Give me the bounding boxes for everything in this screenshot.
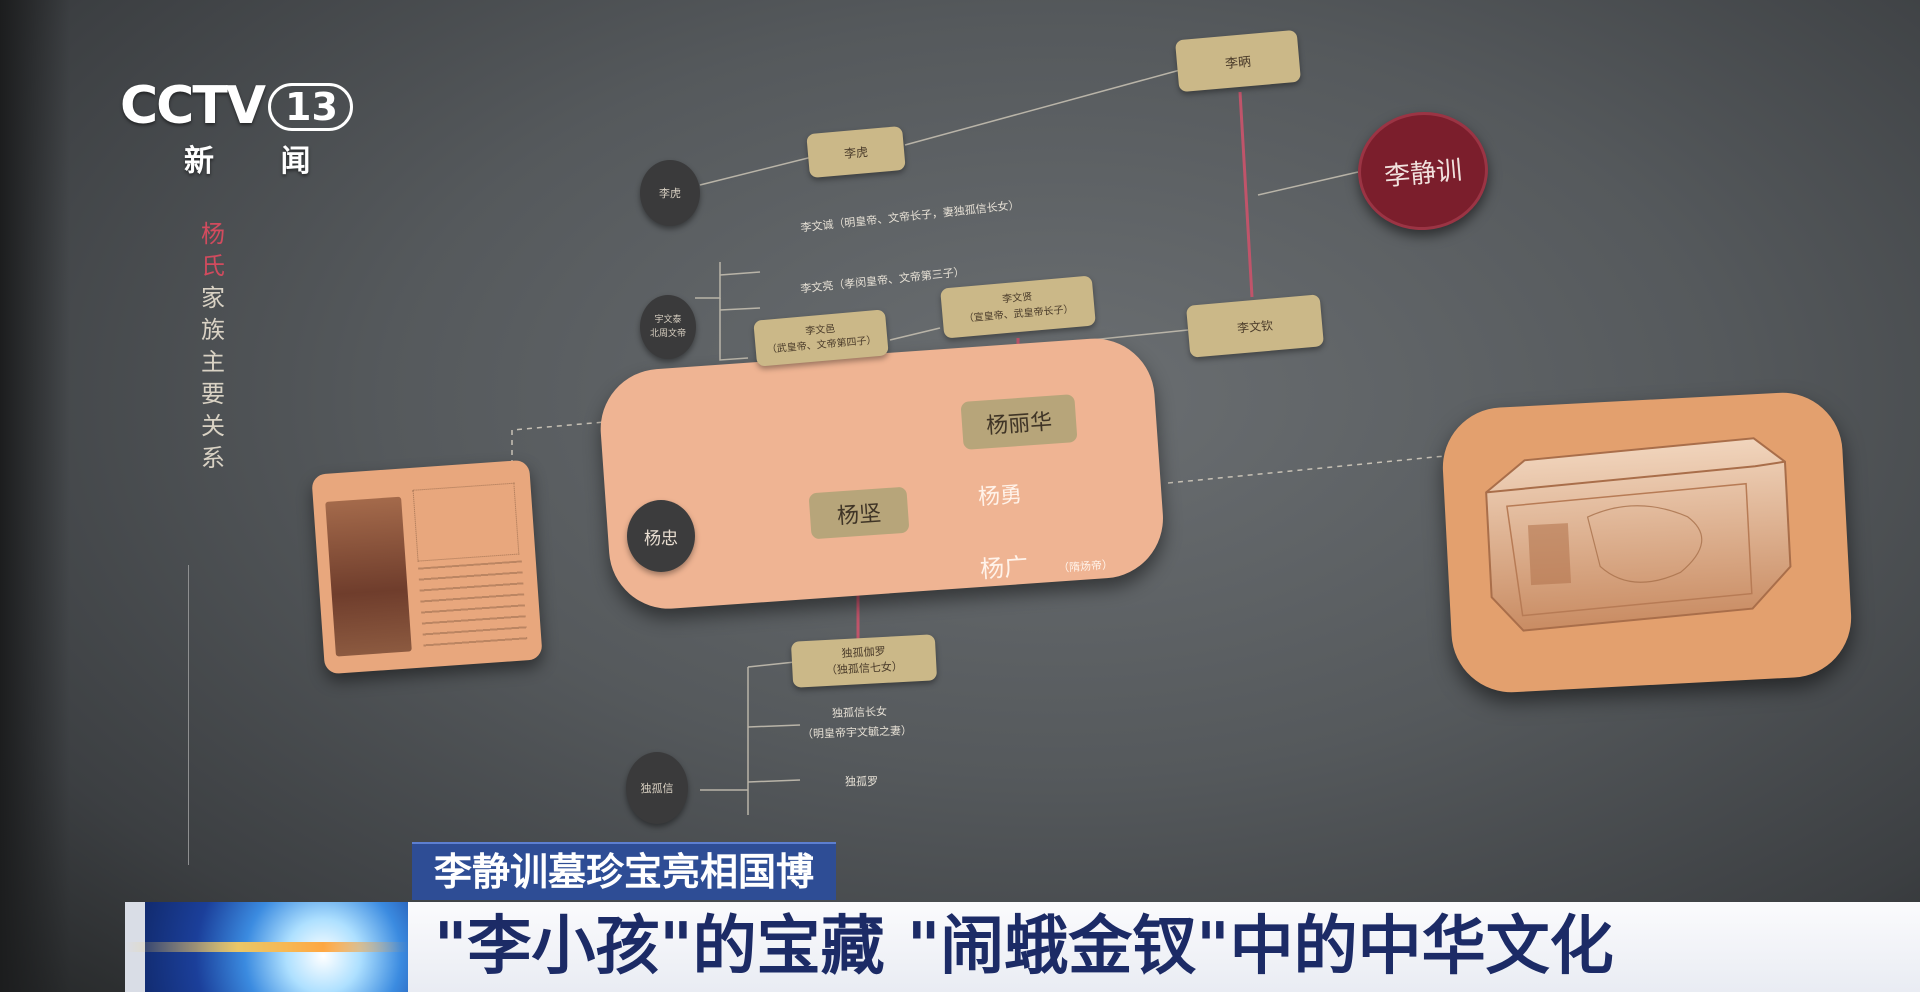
label-dugu-xin-eldest: 独孤信长女 <box>831 705 888 720</box>
news-headline: "李小孩"的宝藏 "闹蛾金钗"中的中华文化 <box>408 902 1920 992</box>
node-li-bing: 李昞 <box>1174 29 1302 93</box>
node-yang-lihua: 杨丽华 <box>960 394 1078 450</box>
logo-channel: CCTV <box>120 76 266 136</box>
node-li-hu: 李虎 <box>806 125 906 179</box>
node-li-wenyi-note: （武皇帝、文帝第四子） <box>766 335 877 356</box>
node-yuwen-tai-circle: 宇文泰 北周文帝 <box>640 295 696 359</box>
wall-shadow <box>0 0 70 992</box>
node-li-hu-circle: 李虎 <box>640 160 700 226</box>
label-yang-yong: 杨勇 <box>977 482 1024 511</box>
node-yang-zhong-label: 杨忠 <box>644 528 678 549</box>
node-li-bing-label: 李昞 <box>1224 54 1252 72</box>
title-divider-line <box>188 565 189 865</box>
node-yang-jian: 杨坚 <box>808 486 910 540</box>
news-topic-banner: 李静训墓珍宝亮相国博 <box>412 842 837 900</box>
globe-graphic <box>125 902 408 992</box>
globe-light-band <box>125 942 408 952</box>
node-yang-lihua-label: 杨丽华 <box>985 409 1053 440</box>
sarcophagus-illustration <box>1485 437 1792 632</box>
title-char: 主 <box>201 348 225 376</box>
node-dugu-xin-circle: 独孤信 <box>626 752 688 824</box>
label-dugu-luo: 独孤罗 <box>845 775 878 788</box>
title-char: 系 <box>201 444 225 472</box>
node-yang-zhong: 杨忠 <box>627 500 695 572</box>
portrait-card <box>311 459 543 675</box>
node-li-wenxian-note: （宣皇帝、武皇帝长子） <box>963 304 1074 325</box>
sketch-image <box>412 482 520 562</box>
node-dugu-qieluo: 独孤伽罗 （独孤信七女） <box>790 634 938 688</box>
logo-channel-number: 13 <box>268 83 353 131</box>
node-li-wenqin-label: 李文钦 <box>1236 317 1274 336</box>
title-char: 杨 <box>201 220 225 248</box>
logo-subtitle: 新 闻 <box>184 144 339 179</box>
card-caption-lines <box>418 560 528 648</box>
portrait-image <box>325 496 412 657</box>
node-yang-jian-label: 杨坚 <box>836 501 882 530</box>
node-li-hu-label: 李虎 <box>843 144 869 161</box>
title-char: 氏 <box>201 252 225 280</box>
node-yuwen-tai-label: 宇文泰 北周文帝 <box>649 315 686 339</box>
node-li-hu-circle-label: 李虎 <box>659 187 681 200</box>
node-li-jingxun-label: 李静训 <box>1383 155 1464 192</box>
title-char: 族 <box>201 316 225 344</box>
title-char: 关 <box>201 412 225 440</box>
title-char: 要 <box>201 380 225 408</box>
node-dugu-qieluo-note: （独孤信七女） <box>825 659 904 677</box>
title-char: 家 <box>201 284 225 312</box>
sarcophagus-card <box>1439 389 1855 696</box>
label-yang-guang: 杨广 <box>979 552 1030 584</box>
family-relations-vertical-title: 杨 氏 家 族 主 要 关 系 <box>198 218 228 474</box>
node-dugu-xin-label: 独孤信 <box>640 782 674 795</box>
